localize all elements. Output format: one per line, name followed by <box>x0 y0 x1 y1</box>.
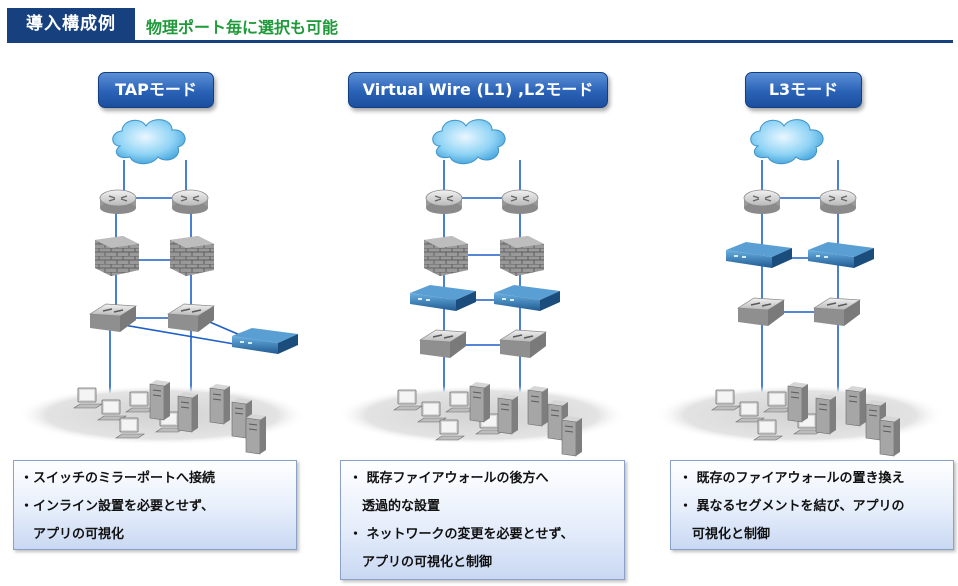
note-line: ・ 既存のファイアウォールの置き換え <box>679 471 905 486</box>
switch-icon <box>499 329 547 359</box>
server-icon <box>879 415 901 457</box>
header-tag: 導入構成例 <box>7 8 135 40</box>
note-line: 可視化と制御 <box>679 527 771 542</box>
firewall-icon <box>95 236 139 276</box>
server-icon <box>177 391 199 433</box>
appliance-icon <box>232 328 298 354</box>
appliance-icon <box>726 242 792 268</box>
router-icon <box>171 189 209 215</box>
header-subtitle: 物理ポート毎に選択も可能 <box>146 18 339 37</box>
server-icon <box>149 379 171 421</box>
note-line: ・ 異なるセグメントを結び、アプリの <box>679 499 905 514</box>
router-icon <box>425 189 463 215</box>
switch-icon <box>419 329 467 359</box>
note-line: 透過的な設置 <box>349 499 441 514</box>
mode-label-vwire: Virtual Wire (L1) ,L2モード <box>348 72 608 108</box>
router-icon <box>743 189 781 215</box>
switch-icon <box>813 297 861 327</box>
firewall-icon <box>170 236 214 276</box>
router-icon <box>99 189 137 215</box>
cloud-icon <box>112 119 186 165</box>
note-box-tap: ・スイッチのミラーポートへ接続 ・インライン設置を必要とせず、 アプリの可視化 <box>13 460 297 550</box>
appliance-icon <box>410 285 476 311</box>
server-icon <box>815 393 837 435</box>
mode-label-tap: TAPモード <box>98 72 214 108</box>
router-icon <box>501 189 539 215</box>
note-box-l3: ・ 既存のファイアウォールの置き換え ・ 異なるセグメントを結び、アプリの 可視… <box>670 460 954 550</box>
server-icon <box>527 385 549 427</box>
panel-vwire <box>337 119 627 457</box>
router-icon <box>819 189 857 215</box>
appliance-icon <box>808 242 874 268</box>
note-line: ・ 既存ファイアウォールの後方へ <box>349 471 549 486</box>
firewall-icon <box>424 236 468 276</box>
server-icon <box>787 381 809 423</box>
switch-icon <box>167 303 215 333</box>
note-line: ・ ネットワークの変更を必要とせず、 <box>349 527 574 542</box>
note-line: ・インライン設置を必要とせず、 <box>20 499 215 514</box>
switch-icon <box>89 303 137 333</box>
cloud-icon <box>432 119 506 165</box>
switch-icon <box>737 297 785 327</box>
server-icon <box>845 385 867 427</box>
note-line: アプリの可視化と制御 <box>349 555 493 570</box>
appliance-icon <box>494 285 560 311</box>
firewall-icon <box>500 236 544 276</box>
server-icon <box>469 381 491 423</box>
panel-l3 <box>655 119 945 457</box>
server-icon <box>245 413 267 455</box>
note-box-vwire: ・ 既存ファイアウォールの後方へ 透過的な設置 ・ ネットワークの変更を必要とせ… <box>340 460 625 580</box>
note-line: アプリの可視化 <box>20 527 125 542</box>
note-line: ・スイッチのミラーポートへ接続 <box>20 471 216 486</box>
cloud-icon <box>750 119 824 165</box>
server-icon <box>209 383 231 425</box>
panel-tap <box>17 119 307 455</box>
server-icon <box>497 393 519 435</box>
header-rule <box>7 40 953 43</box>
mode-label-l3: L3モード <box>745 72 862 108</box>
server-icon <box>561 415 583 457</box>
